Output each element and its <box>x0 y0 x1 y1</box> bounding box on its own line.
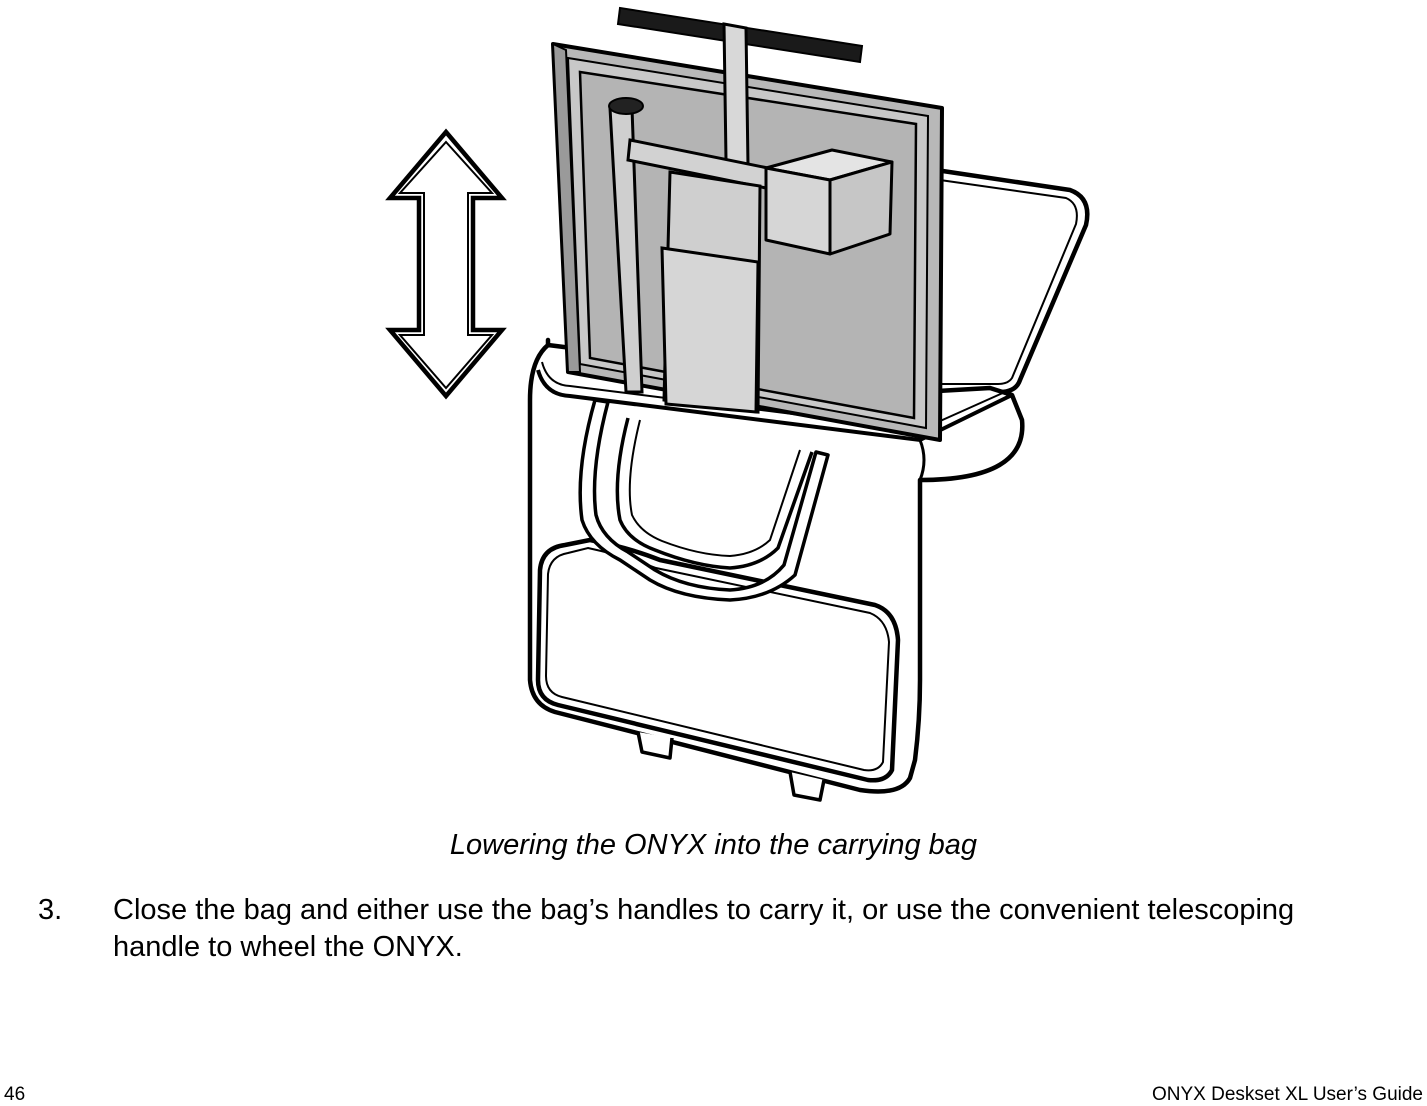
figure-caption: Lowering the ONYX into the carrying bag <box>449 829 978 861</box>
double-vertical-arrow-icon <box>385 128 507 400</box>
onyx-bag-illustration <box>380 0 1100 805</box>
document-title: ONYX Deskset XL User’s Guide <box>1151 1084 1423 1105</box>
bag-lid <box>917 167 1090 395</box>
step-text: Close the bag and either use the bag’s h… <box>113 894 1295 963</box>
onyx-device <box>551 6 944 442</box>
step-number: 3. <box>38 894 63 926</box>
page-number: 46 <box>4 1084 26 1105</box>
carrying-bag <box>527 337 1025 802</box>
